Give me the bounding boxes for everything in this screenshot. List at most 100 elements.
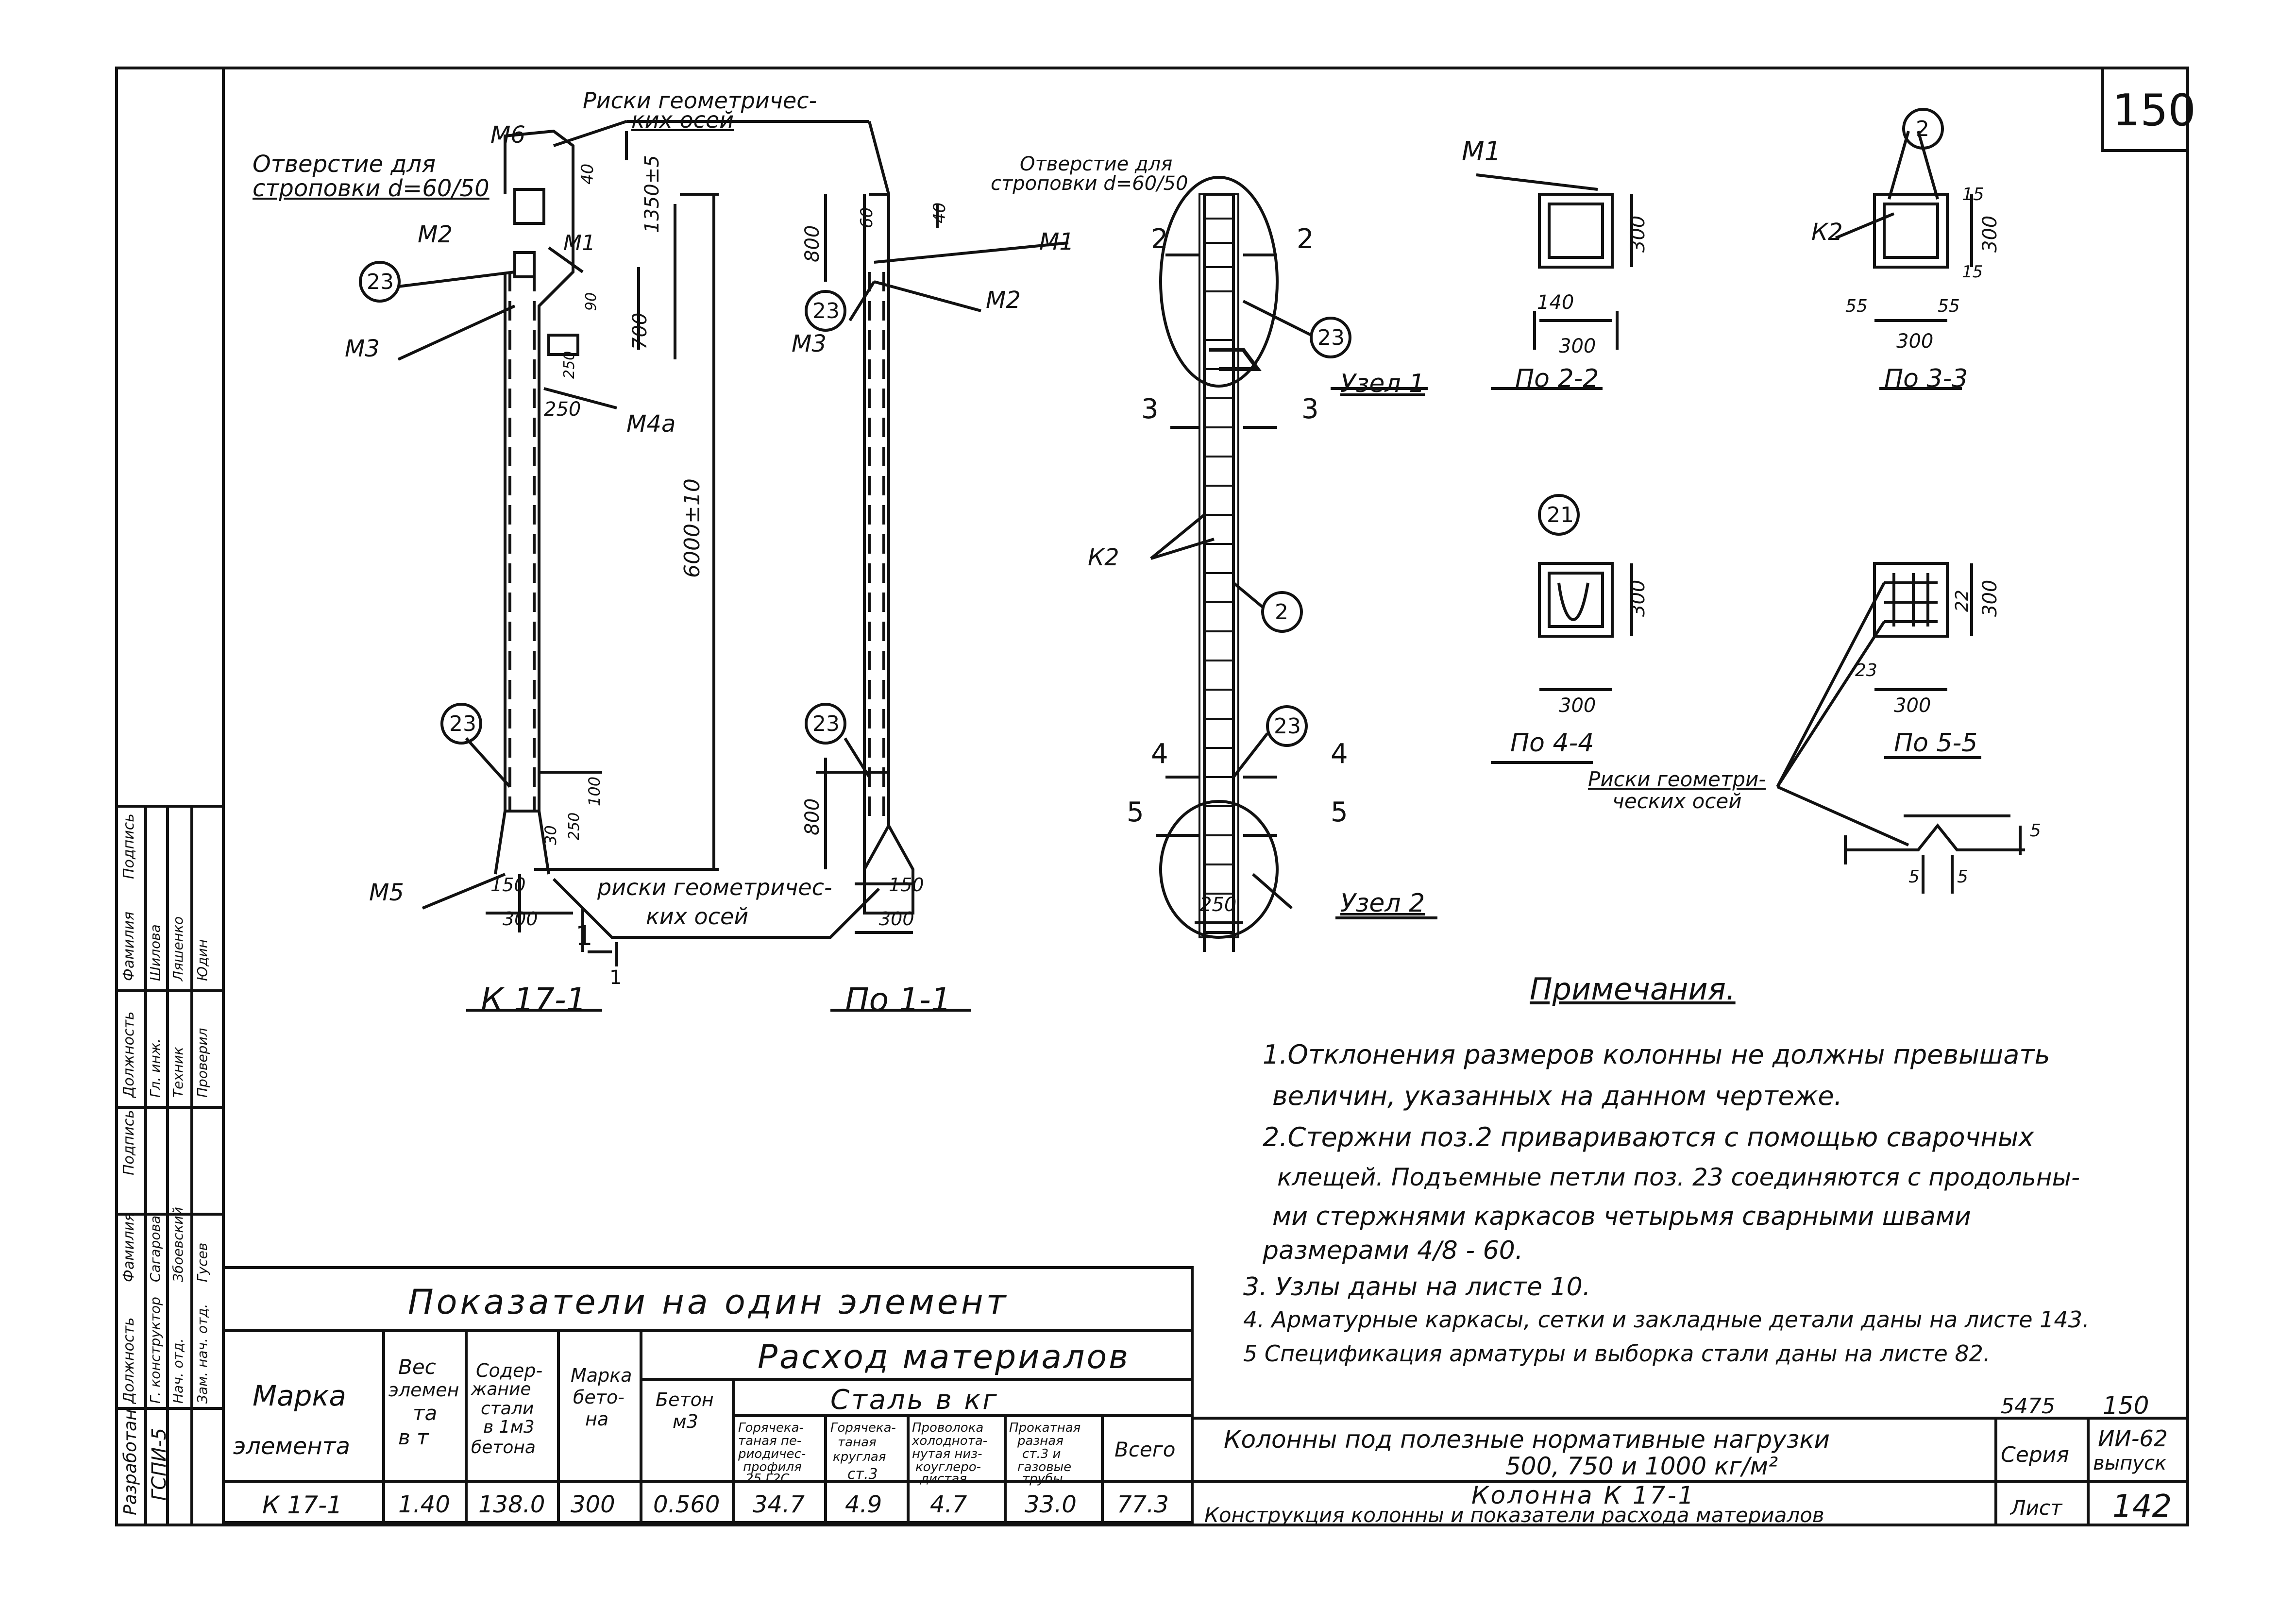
subtitle-line-2: Конструкция колонны и показатели расхода… xyxy=(1204,1503,1824,1527)
rebar-cage-view xyxy=(1150,176,1437,952)
dim-250-c: 250 xyxy=(561,351,578,379)
col-weight-1: Вес xyxy=(398,1355,436,1379)
steel-col-1-2: таная пе- xyxy=(738,1434,802,1448)
axes-note-right-2: ческих осей xyxy=(1612,789,1742,813)
dim-55-b: 55 xyxy=(1938,296,1960,316)
section-mark-1: 1 xyxy=(575,920,593,952)
dim-40-b: 40 xyxy=(930,202,949,223)
note-line-1: 1.Отклонения размеров колонны не должны … xyxy=(1263,1039,2050,1070)
steel-col-3-1: Проволока xyxy=(912,1421,984,1435)
dim-5-c: 5 xyxy=(1957,867,1968,887)
dim-23: 23 xyxy=(1855,661,1877,680)
steel-col-4-1: Прокатная xyxy=(1009,1421,1081,1435)
section-mark-1b: 1 xyxy=(609,966,622,989)
col-grade-1: Марка xyxy=(571,1365,632,1386)
row-concrete: 0.560 xyxy=(653,1491,720,1518)
col-steel-content-1: Содер- xyxy=(476,1360,543,1381)
section-title-2-2: По 2-2 xyxy=(1515,364,1599,393)
stamp-name2-3: Юдин xyxy=(194,939,210,981)
note-line-7: 3. Узлы даны на листе 10. xyxy=(1243,1272,1591,1302)
stamp-name-header: Фамилия xyxy=(120,1212,137,1282)
callout-circles xyxy=(359,108,1944,747)
dim-150-a: 150 xyxy=(490,874,526,896)
dim-300-44: 300 xyxy=(1627,579,1649,617)
callout-2-b: 2 xyxy=(1916,117,1929,141)
dim-250-a: 250 xyxy=(544,398,581,421)
dim-22: 22 xyxy=(1952,590,1972,612)
sheet-number: 150 xyxy=(2112,85,2196,136)
dim-800-a: 800 xyxy=(801,225,824,262)
callout-23-a: 23 xyxy=(367,270,394,294)
node-1: Узел 1 xyxy=(1340,369,1425,398)
steel-col-3-3: нутая низ- xyxy=(912,1447,982,1461)
section-4-right: 4 xyxy=(1331,738,1348,770)
col-steel-content-3: стали xyxy=(481,1399,534,1419)
mark-m2-b: М2 xyxy=(986,287,1021,314)
note-line-3: 2.Стержни поз.2 привариваются с помощью … xyxy=(1263,1122,2034,1152)
section-5-5 xyxy=(1776,562,1981,847)
col-weight-2: элемен xyxy=(388,1379,459,1401)
callout-23-f: 23 xyxy=(1274,714,1301,739)
steel-col-3-4: коуглеро- xyxy=(915,1460,981,1474)
stamp-name2-2: Ляшенко xyxy=(170,916,186,981)
stamp-developer: Разработан xyxy=(120,1409,140,1515)
note-line-4: клещей. Подъемные петли поз. 23 соединяю… xyxy=(1277,1163,2080,1191)
callout-2-a: 2 xyxy=(1275,600,1288,625)
steel-col-1-5: 25 Г2С xyxy=(745,1472,790,1486)
table-title: Показатели на один элемент xyxy=(408,1282,1009,1322)
dim-6000: 6000±10 xyxy=(680,478,705,578)
col-weight-4: в т xyxy=(398,1425,429,1449)
dim-300-22b: 300 xyxy=(1559,335,1596,357)
dim-300-b: 300 xyxy=(879,908,914,930)
callout-23-b: 23 xyxy=(449,711,476,736)
callout-21: 21 xyxy=(1547,503,1574,527)
dim-5-b: 5 xyxy=(1908,867,1920,887)
hole-note-1: Отверстие для xyxy=(253,151,436,178)
axes-note-top-2: ких осей xyxy=(631,107,734,133)
dim-250-b: 250 xyxy=(566,812,583,840)
section-4-left: 4 xyxy=(1151,738,1168,770)
series-value-2: выпуск xyxy=(2093,1452,2167,1474)
row-steel-4: 33.0 xyxy=(1025,1491,1077,1518)
axes-note-right-1: Риски геометри- xyxy=(1588,767,1766,791)
dim-300-55b: 300 xyxy=(1894,694,1931,717)
stamp-name2-1: Шилова xyxy=(147,924,163,981)
row-steel-3: 4.7 xyxy=(930,1491,967,1518)
indicators-table-lines xyxy=(222,1266,1194,1524)
steel-col-2-4: ст.3 xyxy=(847,1466,878,1483)
section-5-right: 5 xyxy=(1331,796,1348,828)
stamp-name-3: Гусев xyxy=(194,1242,210,1282)
section-view-title: По 1-1 xyxy=(845,981,951,1018)
project-code: 5475 xyxy=(2001,1394,2055,1419)
section-2-right: 2 xyxy=(1297,223,1314,255)
notes-heading: Примечания. xyxy=(1530,971,1736,1007)
dim-150-b: 150 xyxy=(889,874,924,896)
mark-m3: М3 xyxy=(345,335,380,362)
steel-col-4-5: трубы xyxy=(1022,1472,1063,1486)
dim-1350: 1350±5 xyxy=(641,155,663,233)
col-concrete-1: Бетон xyxy=(656,1389,714,1410)
series-value-1: ИИ-62 xyxy=(2098,1425,2168,1452)
steel-col-4-2: разная xyxy=(1017,1434,1064,1448)
note-line-6: размерами 4/8 - 60. xyxy=(1263,1236,1523,1265)
stamp-role2-1: Гл. инж. xyxy=(147,1038,163,1098)
row-mark: К 17-1 xyxy=(262,1491,342,1519)
dim-100: 100 xyxy=(585,776,604,806)
stamp-sign-header: Подпись xyxy=(120,1110,137,1175)
dim-800-b: 800 xyxy=(801,798,824,835)
callout-23-c: 23 xyxy=(812,299,840,323)
dim-40-a: 40 xyxy=(578,163,597,185)
section-3-3 xyxy=(1835,131,1973,390)
hole-note-2b: строповки d=60/50 xyxy=(991,172,1188,195)
title-block-lines xyxy=(1191,1417,2189,1526)
steel-col-total: Всего xyxy=(1114,1438,1176,1461)
dim-300-33: 300 xyxy=(1979,215,2001,253)
sheet-label: Лист xyxy=(2010,1496,2062,1520)
dim-300-44b: 300 xyxy=(1559,694,1596,717)
steel-col-4-4: газовые xyxy=(1017,1460,1072,1474)
callout-23-e: 23 xyxy=(1317,325,1345,350)
stamp-role-header: Должность xyxy=(120,1317,137,1404)
steel-col-2-2: таная xyxy=(838,1435,877,1450)
steel-title: Сталь в кг xyxy=(830,1384,999,1416)
dim-140: 140 xyxy=(1537,291,1574,314)
